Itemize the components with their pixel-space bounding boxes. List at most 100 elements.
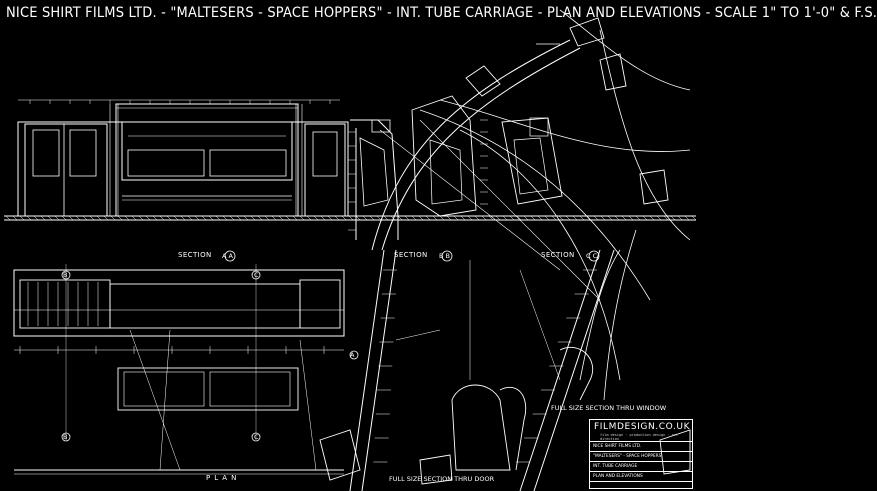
plan-diag <box>129 329 181 471</box>
plan-seat-mid <box>109 283 301 329</box>
floor-hatch <box>145 215 151 221</box>
grid-bubble <box>61 432 71 442</box>
diag-1 <box>379 129 561 271</box>
floor-hatch <box>474 215 480 221</box>
floor-hatch <box>565 215 571 221</box>
section-c-cap <box>529 117 549 137</box>
arc-7 <box>599 29 691 241</box>
floor-hatch <box>320 215 326 221</box>
title-block-row: PLAN AND ELEVATIONS <box>593 474 643 479</box>
floor-hatch <box>173 215 179 221</box>
corner-block-2 <box>419 454 453 485</box>
floor-hatch <box>215 215 221 221</box>
floor-hatch <box>551 215 557 221</box>
floor-hatch <box>229 215 235 221</box>
floor-hatch <box>656 215 662 221</box>
floor-hatch <box>488 215 494 221</box>
section-a-label: SECTION <box>178 251 212 259</box>
floor-hatch <box>432 215 438 221</box>
plan-lower-rect <box>117 367 299 411</box>
floor-hatch <box>621 215 627 221</box>
floor-hatch <box>271 215 277 221</box>
grid-c-marker-bottom: C <box>254 433 259 441</box>
title-block-row: NICE SHIRT FILMS LTD. <box>593 444 642 449</box>
section-b-label: SECTION <box>394 251 428 259</box>
floor-hatch <box>278 215 284 221</box>
floor-hatch <box>523 215 529 221</box>
grid-b-marker-top: B <box>63 271 68 279</box>
section-bubble <box>588 250 600 262</box>
corner-block <box>319 429 361 481</box>
floor-hatch <box>75 215 81 221</box>
floor-hatch <box>614 215 620 221</box>
plan-upper-outline <box>13 269 345 337</box>
floor-hatch <box>131 215 137 221</box>
title-block-row: "MALTESERS" - SPACE HOPPERS <box>593 454 662 459</box>
floor-hatch <box>460 215 466 221</box>
floor-hatch <box>628 215 634 221</box>
floor-hatch <box>152 215 158 221</box>
grid-bubble <box>251 270 261 280</box>
cad-drawing <box>4 9 697 491</box>
strip-1-b <box>361 249 397 491</box>
vline-2 <box>519 269 561 381</box>
floor-hatch <box>103 215 109 221</box>
door-section-label: FULL SIZE SECTION THRU DOOR <box>389 475 495 483</box>
floor-hatch <box>285 215 291 221</box>
strip-3 <box>579 249 621 381</box>
floor-hatch <box>502 215 508 221</box>
floor-hatch <box>201 215 207 221</box>
floor-hatch <box>138 215 144 221</box>
grid-b-marker-bottom: B <box>63 433 68 441</box>
floor-hatch <box>327 215 333 221</box>
window-section-label: FULL SIZE SECTION THRU WINDOW <box>551 404 667 412</box>
floor-hatch <box>593 215 599 221</box>
floor-hatch <box>187 215 193 221</box>
section-a-outline <box>350 119 399 240</box>
grid-bubble <box>349 350 359 360</box>
window-pane <box>209 149 287 177</box>
arc-1 <box>371 39 571 251</box>
grid-c-marker-top: C <box>254 271 259 279</box>
section-bubble <box>441 250 453 262</box>
plan-lower-pane <box>209 371 291 407</box>
floor-hatch <box>691 215 697 221</box>
section-a-marker: A A <box>222 252 233 260</box>
section-c-label: SECTION <box>541 251 575 259</box>
section-b-outline <box>411 95 477 217</box>
floor-hatch <box>54 215 60 221</box>
floor-hatch <box>544 215 550 221</box>
floor-hatch <box>348 215 354 221</box>
floor-hatch <box>390 215 396 221</box>
frame-4 <box>639 169 669 205</box>
floor-hatch <box>89 215 95 221</box>
floor-hatch <box>572 215 578 221</box>
title-block-row: INT. TUBE CARRIAGE <box>593 464 638 469</box>
door-section-b <box>499 386 527 471</box>
section-b-seat <box>429 139 463 205</box>
strip-2-a <box>519 249 601 491</box>
arc-6 <box>559 9 691 91</box>
drawing-title: NICE SHIRT FILMS LTD. - "MALTESERS - SPA… <box>6 5 877 21</box>
strip-2-b <box>533 249 615 491</box>
grid-bubble <box>251 432 261 442</box>
floor-hatch <box>411 215 417 221</box>
floor-hatch <box>481 215 487 221</box>
floor-hatch <box>159 215 165 221</box>
door-section-a <box>451 384 511 471</box>
floor-hatch <box>607 215 613 221</box>
door-window <box>312 131 338 177</box>
section-a-cap <box>371 119 391 133</box>
floor-hatch <box>313 215 319 221</box>
floor-hatch <box>40 215 46 221</box>
section-b-marker: B B <box>439 252 450 260</box>
door-right <box>304 123 346 217</box>
diag-2 <box>419 119 601 301</box>
floor-hatch <box>439 215 445 221</box>
plan-lower-pane <box>123 371 205 407</box>
floor-hatch <box>306 215 312 221</box>
floor-hatch <box>26 215 32 221</box>
floor-hatch <box>5 215 11 221</box>
floor-hatch <box>376 215 382 221</box>
floor-hatch <box>61 215 67 221</box>
